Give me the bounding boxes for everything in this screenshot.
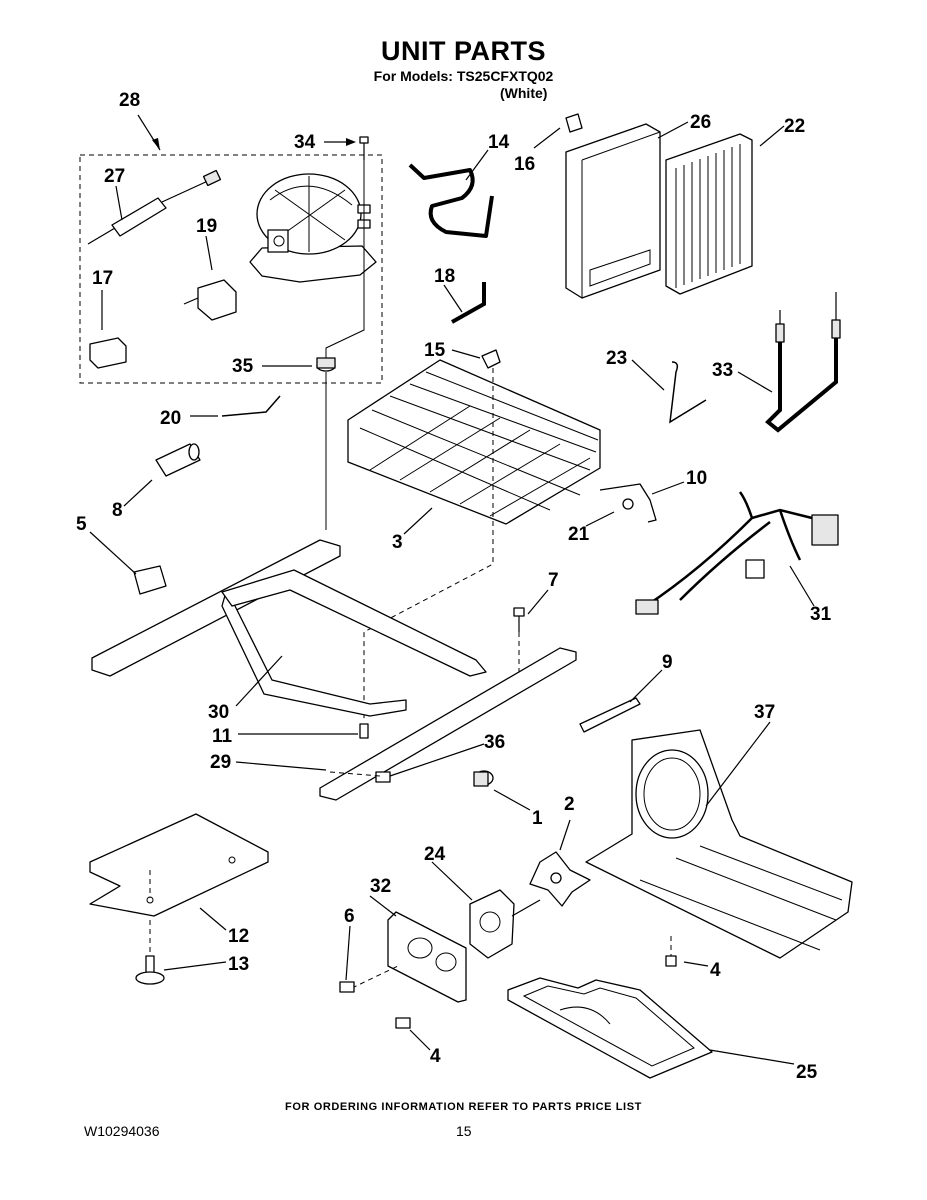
callout-24: 24: [424, 844, 446, 865]
frame-30-part[interactable]: [91, 539, 487, 717]
callout-1: 1: [532, 808, 543, 829]
condenser-22-part[interactable]: [665, 133, 753, 295]
callout-29: 29: [210, 752, 231, 773]
callout-22: 22: [784, 116, 805, 137]
tube-23-part[interactable]: [669, 361, 707, 424]
callout-36: 36: [484, 732, 505, 753]
screw-6-part[interactable]: [339, 981, 355, 993]
clip-15-part[interactable]: [481, 349, 501, 369]
tube-33-part[interactable]: [765, 292, 841, 433]
relay-19-part[interactable]: [183, 279, 237, 321]
screw-4b-part[interactable]: [395, 1017, 411, 1029]
callout-4a: 4: [710, 960, 721, 981]
callout-17: 17: [92, 268, 113, 289]
harness-31-part[interactable]: [635, 491, 839, 615]
tube-18-part[interactable]: [451, 282, 486, 324]
panel-12-part[interactable]: [89, 813, 269, 917]
compressor-part[interactable]: [249, 173, 377, 283]
clip-5-part[interactable]: [133, 565, 167, 595]
leveling-leg-13-part[interactable]: [135, 955, 165, 985]
fan-motor-24-part[interactable]: [469, 889, 541, 959]
callout-32: 32: [370, 876, 391, 897]
page-title: UNIT PARTS: [381, 36, 546, 66]
callout-18: 18: [434, 266, 455, 287]
cable-tie-9-part[interactable]: [579, 697, 641, 733]
document-number: W10294036: [84, 1123, 160, 1139]
rail-29-part[interactable]: [319, 647, 577, 801]
ordering-note: FOR ORDERING INFORMATION REFER TO PARTS …: [285, 1101, 642, 1113]
wire-20-part[interactable]: [221, 395, 281, 417]
grommet-35-part[interactable]: [316, 357, 336, 372]
color-line: (White): [500, 85, 548, 101]
callout-37: 37: [754, 702, 775, 723]
callout-34: 34: [294, 132, 316, 153]
callout-19: 19: [196, 216, 217, 237]
callout-14: 14: [488, 132, 510, 153]
callout-11: 11: [212, 726, 233, 747]
callout-13: 13: [228, 954, 249, 975]
callout-23: 23: [606, 348, 627, 369]
callout-31: 31: [810, 604, 832, 625]
insulator-8-part[interactable]: [155, 443, 201, 477]
screw-4a-part[interactable]: [665, 936, 677, 967]
evaporator-3-part[interactable]: [347, 359, 601, 525]
callout-21: 21: [568, 524, 590, 545]
callout-33: 33: [712, 360, 733, 381]
tube-14-part[interactable]: [408, 163, 494, 238]
base-37-part[interactable]: [585, 729, 853, 959]
screw-36-part[interactable]: [375, 771, 391, 783]
overload-17-part[interactable]: [89, 337, 127, 369]
screw-7-part[interactable]: [513, 607, 525, 632]
bolt-34-part[interactable]: [359, 136, 369, 160]
drier-27-part[interactable]: [87, 169, 222, 245]
callout-10: 10: [686, 468, 707, 489]
callout-27: 27: [104, 166, 125, 187]
callout-30: 30: [208, 702, 229, 723]
callout-26: 26: [690, 112, 711, 133]
callout-3: 3: [392, 532, 403, 553]
kit-group-box: [79, 154, 383, 384]
callout-7: 7: [548, 570, 559, 591]
leader-lines: [89, 114, 815, 1065]
callout-5: 5: [76, 514, 87, 535]
fan-blade-2-part[interactable]: [529, 851, 591, 907]
screw-11-part[interactable]: [359, 723, 369, 739]
callout-4b: 4: [430, 1046, 441, 1067]
bracket-32-part[interactable]: [387, 911, 467, 1003]
models-line: For Models: TS25CFXTQ02: [373, 68, 554, 84]
shroud-26-part[interactable]: [565, 123, 661, 299]
callout-15: 15: [424, 340, 446, 361]
callout-9: 9: [662, 652, 673, 673]
callout-35: 35: [232, 356, 254, 377]
callout-2: 2: [564, 794, 575, 815]
page-number: 15: [456, 1123, 472, 1139]
callout-28: 28: [119, 90, 140, 111]
callout-12: 12: [228, 926, 249, 947]
callout-25: 25: [796, 1062, 818, 1083]
callout-16: 16: [514, 154, 535, 175]
callout-20: 20: [160, 408, 181, 429]
bracket-10-part[interactable]: [599, 483, 657, 523]
callout-6: 6: [344, 906, 355, 927]
clip-16-part[interactable]: [565, 113, 583, 133]
drain-pan-25-part[interactable]: [507, 977, 713, 1079]
callout-8: 8: [112, 500, 123, 521]
mount-1-part[interactable]: [473, 770, 494, 787]
